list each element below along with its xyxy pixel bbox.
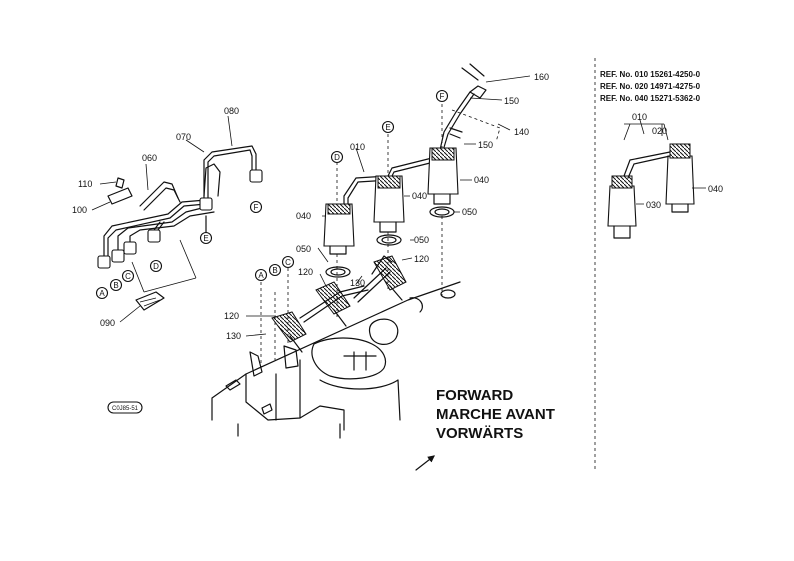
forward-en: FORWARD	[436, 387, 513, 404]
marker-a-bottom: A	[254, 268, 268, 282]
svg-text:D: D	[334, 153, 340, 162]
drawing-code: C0J85-51	[112, 406, 139, 412]
label-060: 060	[142, 153, 157, 163]
marker-e-top: E	[381, 120, 395, 134]
label-040-f: 040	[474, 175, 489, 185]
label-050-f: 050	[462, 207, 477, 217]
forward-arrow-icon	[415, 455, 435, 471]
marker-d-top: D	[330, 150, 344, 164]
svg-text:E: E	[385, 123, 390, 132]
svg-text:F: F	[254, 203, 259, 212]
ref-note-020: REF. No. 020 14971-4275-0	[600, 82, 701, 91]
marker-c-left: C	[121, 269, 135, 283]
injection-pipes	[97, 145, 263, 311]
inset-label-010: 010	[632, 112, 647, 122]
svg-text:E: E	[203, 234, 208, 243]
marker-b-left: B	[109, 278, 123, 292]
drawing-code-badge: C0J85-51	[107, 401, 143, 414]
marker-c-bottom: C	[281, 255, 295, 269]
label-130-mid: 130	[350, 278, 365, 288]
ref-notes: REF. No. 010 15261-4250-0 REF. No. 020 1…	[600, 70, 701, 103]
svg-text:F: F	[440, 92, 445, 101]
forward-caption: FORWARD MARCHE AVANT VORWÄRTS	[436, 387, 555, 442]
connection-markers: F E D A B C A B C D E F	[95, 89, 449, 300]
svg-text:B: B	[113, 281, 118, 290]
label-120-right: 120	[414, 254, 429, 264]
inset-label-020: 020	[652, 126, 667, 136]
label-120-left: 120	[224, 311, 239, 321]
marker-a-left: A	[95, 286, 109, 300]
injector-f	[427, 147, 459, 205]
label-100: 100	[72, 205, 87, 215]
svg-text:A: A	[99, 289, 105, 298]
label-140: 140	[514, 127, 529, 137]
injector-e	[373, 175, 405, 233]
ref-note-040: REF. No. 040 15271-5362-0	[600, 94, 701, 103]
label-150: 150	[478, 140, 493, 150]
washers	[325, 206, 455, 278]
inset-label-040: 040	[708, 184, 723, 194]
inset-label-030: 030	[646, 200, 661, 210]
part-labels: 160 150 140 150 010 040 040 040 050 050 …	[72, 72, 723, 341]
injector-d	[323, 203, 355, 255]
svg-text:B: B	[272, 266, 277, 275]
dashed-guides	[260, 104, 501, 372]
label-010: 010	[350, 142, 365, 152]
marker-d-left: D	[149, 259, 163, 273]
marker-f-left: F	[249, 200, 263, 214]
label-040-e: 040	[412, 191, 427, 201]
nozzle-holders	[271, 255, 407, 353]
label-160: 160	[534, 72, 549, 82]
label-090: 090	[100, 318, 115, 328]
forward-de: VORWÄRTS	[436, 425, 523, 442]
label-150-top: 150	[504, 96, 519, 106]
leader-lines	[91, 75, 706, 337]
svg-text:D: D	[153, 262, 159, 271]
engine-head	[211, 281, 461, 439]
label-070: 070	[176, 132, 191, 142]
label-080: 080	[224, 106, 239, 116]
marker-f-top: F	[435, 89, 449, 103]
svg-text:C: C	[125, 272, 131, 281]
marker-b-bottom: B	[268, 263, 282, 277]
leak-off-pipe	[343, 63, 487, 211]
label-120-mid: 120	[298, 267, 313, 277]
ref-note-010: REF. No. 010 15261-4250-0	[600, 70, 701, 79]
label-040-d: 040	[296, 211, 311, 221]
marker-e-left: E	[199, 231, 213, 245]
label-110: 110	[78, 179, 92, 189]
label-050-d: 050	[296, 244, 311, 254]
svg-text:C: C	[285, 258, 291, 267]
svg-text:A: A	[258, 271, 264, 280]
forward-fr: MARCHE AVANT	[436, 406, 555, 423]
label-130-left: 130	[226, 331, 241, 341]
label-050-e: 050	[414, 235, 429, 245]
inset-injectors	[607, 123, 695, 239]
